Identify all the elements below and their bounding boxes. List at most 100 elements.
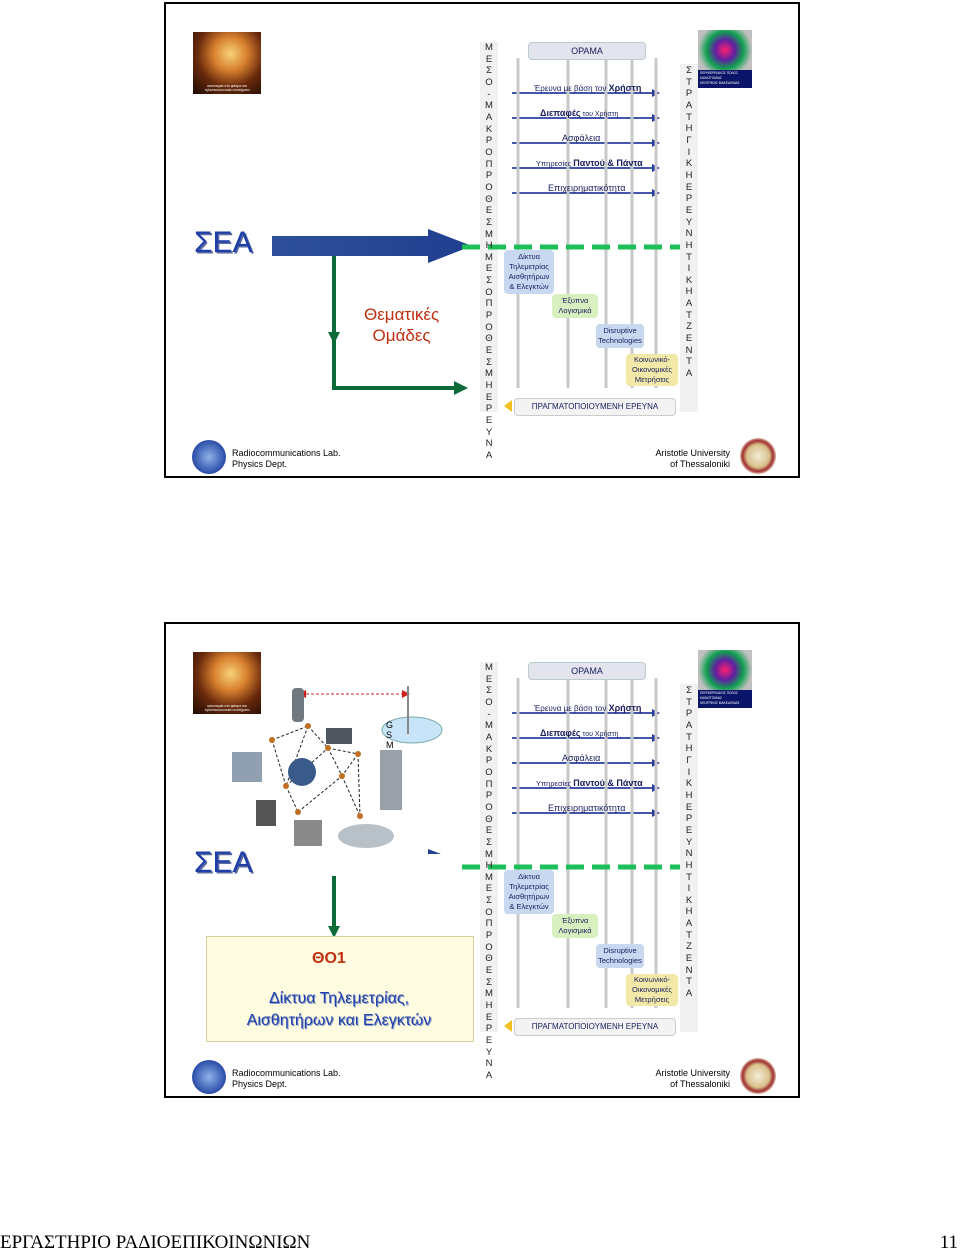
column-letter: Ρ [485, 310, 493, 322]
column-letter: Α [685, 298, 693, 310]
column-letter: Η [485, 860, 493, 872]
column-letter: Ρ [685, 708, 693, 720]
column-letter: Ο [485, 76, 493, 88]
column-letter: Υ [485, 1046, 493, 1058]
row-entrepreneurship: Επιχειρηματικότητα [548, 183, 626, 193]
footer-title: ΕΡΓΑΣΤΗΡΙΟ ΡΑΔΙΟΕΠΙΚΟΙΝΩΝΙΩΝ [0, 1232, 311, 1253]
gsm-label: GSM [386, 720, 394, 750]
row-security: Ασφάλεια [562, 133, 601, 143]
column-letter: Μ [485, 871, 493, 883]
branch-line-2 [332, 266, 456, 390]
lab-name: Radiocommunications Lab.Physics Dept. [232, 448, 341, 469]
bulb-photo: καινοτομία στο φάσμα και τηλεπικοινωνιακ… [193, 32, 261, 94]
branch-arrowhead-2 [454, 381, 468, 395]
column-letter: Μ [485, 662, 493, 673]
column-letter: Ζ [686, 321, 692, 333]
column-letter: Θ [485, 193, 493, 205]
slide-1: καινοτομία στο φάσμα και τηλεπικοινωνιακ… [164, 2, 800, 478]
column-letter: Ρ [485, 403, 493, 415]
university-seal [740, 1058, 776, 1094]
column-letter: Π [485, 158, 493, 170]
column-letter: Τ [686, 111, 692, 123]
box-line: Disruptive [603, 946, 637, 955]
column-letter: Ε [685, 181, 693, 193]
column-letter: Ζ [686, 941, 692, 953]
column-letter: Τ [686, 251, 692, 263]
column-letter: Κ [485, 123, 493, 135]
column-letter: Α [485, 449, 493, 461]
column-letter: Μ [485, 228, 493, 240]
box-line: Έξυπνα [561, 916, 589, 925]
theme-code: ΘΟ1 [312, 950, 346, 967]
column-letter: Ε [485, 1011, 493, 1023]
column-letter: Σ [486, 275, 492, 287]
box-line: & Ελεγκτών [509, 282, 549, 291]
column-letter: Ρ [685, 193, 693, 205]
column-letter: Κ [685, 274, 693, 286]
column-letter: Α [685, 719, 693, 731]
column-letter: Σ [486, 216, 492, 228]
arrows-graphic [272, 229, 472, 395]
column-letter: Ο [485, 321, 493, 333]
column-letter: Υ [685, 836, 693, 848]
column-letter: Ι [687, 146, 691, 158]
lab-logo [192, 1060, 226, 1094]
column-letter: Ε [685, 333, 693, 345]
column-letter: Ν [685, 228, 693, 240]
column-letter: Ι [687, 883, 691, 895]
region-logo-text: ΠΕΡΙΦΕΡΕΙΑΚΟΣ ΠΟΛΟΣ [700, 71, 738, 75]
column-letter: Τ [686, 929, 692, 941]
sensor-network-illustration [232, 686, 443, 854]
column-letter: Κ [685, 158, 693, 170]
column-letter: Θ [485, 333, 493, 345]
box-line: Τηλεμετρίας [509, 882, 549, 891]
column-letter: Η [685, 123, 693, 135]
column-letter: Σ [486, 976, 492, 988]
column-letter: Μ [485, 368, 493, 380]
column-letter: Ο [485, 146, 493, 158]
column-letter: Ε [485, 263, 493, 275]
column-letter: Μ [485, 988, 493, 1000]
column-letter: Σ [686, 65, 692, 76]
column-letter: Σ [486, 685, 492, 697]
column-letter: Σ [486, 65, 492, 77]
column-letter: Ε [485, 825, 493, 837]
column-letter: Η [685, 906, 693, 918]
row-user-research: Έρευνα με βάση τον Χρήστη [534, 83, 642, 93]
column-letter: Μ [485, 100, 493, 112]
column-letter: Ο [485, 801, 493, 813]
row-interfaces: Διεπαφές του Χρήστη [540, 108, 619, 118]
column-letter: Η [685, 169, 693, 181]
diagram-lines [462, 662, 698, 1032]
row-interfaces: Διεπαφές του Χρήστη [540, 728, 619, 738]
column-letter: Ε [485, 965, 493, 977]
region-logo-text: ΚΕΝΤΡΙΚΗΣ ΜΑΚΕΔΟΝΙΑΣ [700, 701, 740, 705]
column-letter: Ρ [485, 790, 493, 802]
column-letter: Κ [485, 743, 493, 755]
sea-title: ΣΕΑ [194, 846, 253, 879]
column-letter: Π [485, 298, 493, 310]
box-line: Κοινωνικό- [633, 355, 671, 364]
column-letter: Γ [686, 134, 692, 146]
column-letter: Κ [685, 778, 693, 790]
bottom-bar: ΠΡΑΓΜΑΤΟΠΟΙΟΥΜΕΝΗ ΕΡΕΥΝΑ [514, 398, 676, 416]
column-letter: Γ [686, 754, 692, 766]
lab-logo [192, 440, 226, 474]
box-line: Οικονομικές [632, 365, 672, 374]
vision-box: ΟΡΑΜΑ [528, 662, 646, 680]
column-letter: Π [485, 918, 493, 930]
row-services: Υπηρεσίες Παντού & Πάντα [536, 158, 643, 168]
column-letter: Ρ [485, 135, 493, 147]
main-arrow [272, 229, 472, 263]
column-letter: Ι [687, 766, 691, 778]
column-letter: Ο [485, 941, 493, 953]
column-letter: Σ [486, 836, 492, 848]
column-letter: Ν [685, 344, 693, 356]
